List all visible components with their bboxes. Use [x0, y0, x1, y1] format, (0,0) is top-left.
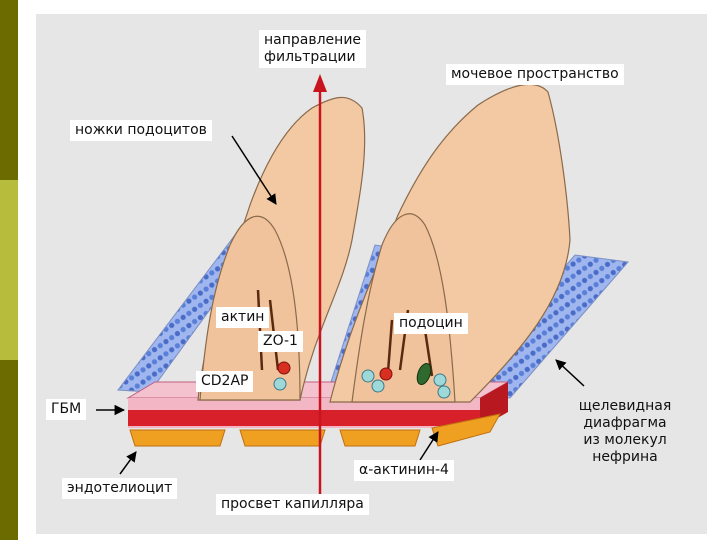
label-podocin: подоцин: [394, 313, 468, 334]
gbm-red-band: [128, 410, 480, 426]
label-urinary-space: мочевое пространство: [446, 64, 624, 85]
label-endothelial-cell: эндотелиоцит: [62, 478, 177, 499]
label-cd2ap: CD2AP: [196, 371, 253, 392]
alpha-actinin-text: -актинин-4: [368, 462, 449, 478]
label-podocyte-feet: ножки подоцитов: [70, 120, 212, 141]
label-alpha-actinin-4: α-актинин-4: [354, 460, 454, 481]
label-filtration-direction: направление фильтрации: [259, 30, 366, 68]
filtration-arrow-head: [313, 74, 327, 92]
label-slit-diaphragm: щелевидная диафрагма из молекул нефрина: [550, 398, 700, 466]
alpha-symbol: α: [359, 462, 368, 478]
label-actin: актин: [216, 307, 269, 328]
label-zo1: ZO-1: [258, 331, 303, 352]
label-capillary-lumen: просвет капилляра: [216, 494, 369, 515]
label-gbm: ГБМ: [46, 399, 86, 420]
